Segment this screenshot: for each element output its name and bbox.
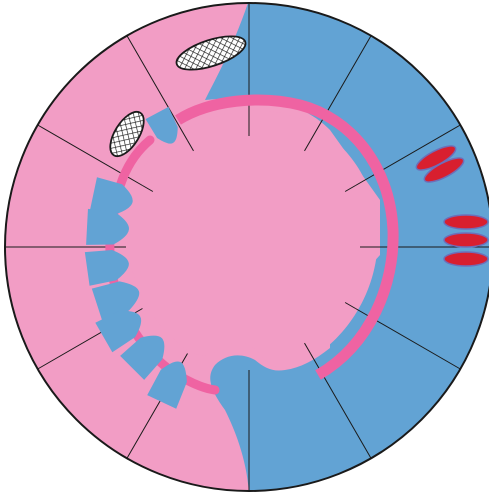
red-oval-icon (444, 215, 488, 229)
inner-pink-body (127, 110, 378, 368)
red-oval-icon (444, 233, 488, 247)
red-oval-icon (444, 252, 488, 266)
